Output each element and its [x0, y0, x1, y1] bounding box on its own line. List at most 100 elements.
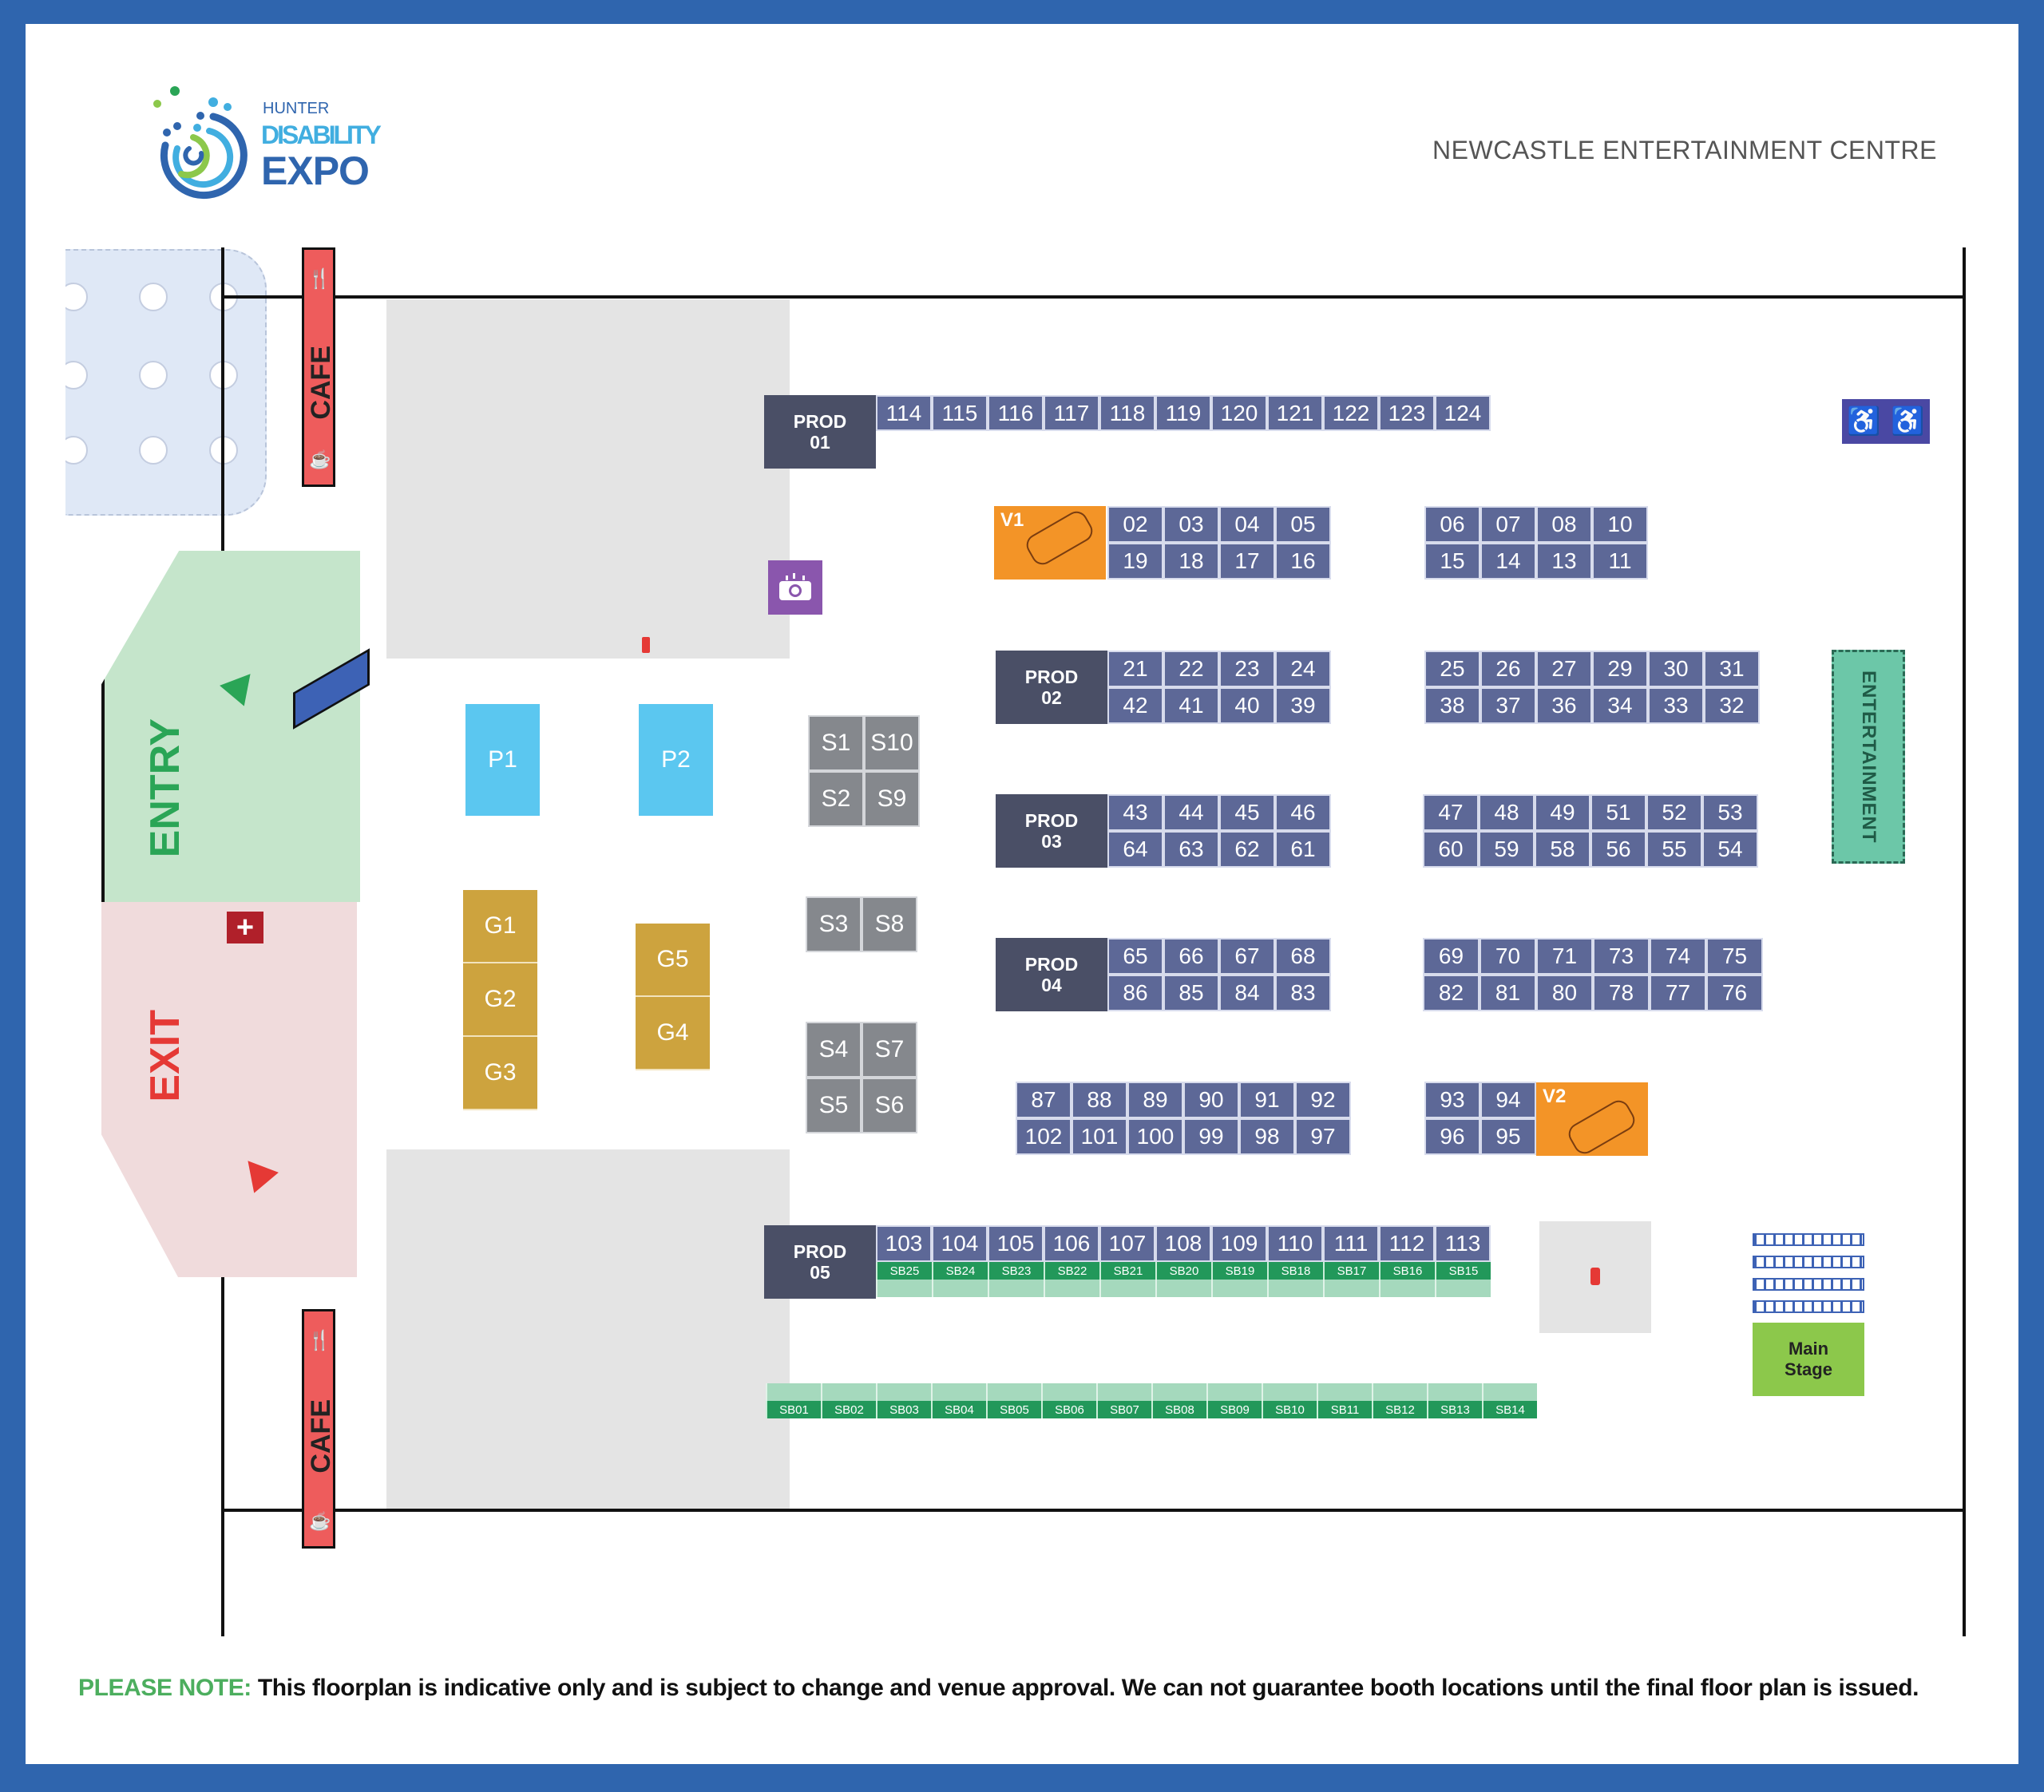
booth-47[interactable]: 47 [1423, 794, 1479, 831]
booth-23[interactable]: 23 [1219, 651, 1275, 687]
booth-78[interactable]: 78 [1593, 975, 1650, 1011]
booth-25[interactable]: 25 [1424, 651, 1480, 687]
showbag-booth-sb06[interactable]: SB06 [1041, 1401, 1096, 1418]
booth-41[interactable]: 41 [1163, 687, 1219, 724]
gold-booth-g3[interactable]: G3 [463, 1037, 537, 1110]
booth-49[interactable]: 49 [1535, 794, 1590, 831]
booth-16[interactable]: 16 [1275, 543, 1331, 580]
sponsor-booth-s3[interactable]: S3 [806, 896, 862, 952]
booth-109[interactable]: 109 [1211, 1225, 1267, 1262]
booth-73[interactable]: 73 [1593, 938, 1650, 975]
sponsor-booth-s2[interactable]: S2 [808, 771, 864, 827]
sponsor-booth-s10[interactable]: S10 [864, 715, 920, 771]
booth-38[interactable]: 38 [1424, 687, 1480, 724]
booth-114[interactable]: 114 [876, 395, 932, 431]
booth-75[interactable]: 75 [1706, 938, 1763, 975]
showbag-booth-sb13[interactable]: SB13 [1427, 1401, 1482, 1418]
booth-62[interactable]: 62 [1219, 831, 1275, 868]
showbag-booth-sb17[interactable]: SB17 [1323, 1262, 1379, 1280]
booth-26[interactable]: 26 [1480, 651, 1536, 687]
booth-74[interactable]: 74 [1650, 938, 1706, 975]
booth-115[interactable]: 115 [932, 395, 988, 431]
showbag-booth-sb18[interactable]: SB18 [1267, 1262, 1323, 1280]
booth-65[interactable]: 65 [1107, 938, 1163, 975]
booth-87[interactable]: 87 [1016, 1082, 1072, 1118]
gold-booth-g5[interactable]: G5 [636, 924, 710, 997]
booth-70[interactable]: 70 [1480, 938, 1536, 975]
booth-107[interactable]: 107 [1099, 1225, 1155, 1262]
booth-24[interactable]: 24 [1275, 651, 1331, 687]
booth-98[interactable]: 98 [1239, 1118, 1295, 1155]
booth-58[interactable]: 58 [1535, 831, 1590, 868]
sponsor-booth-s6[interactable]: S6 [862, 1078, 917, 1133]
booth-13[interactable]: 13 [1536, 543, 1592, 580]
showbag-booth-sb21[interactable]: SB21 [1099, 1262, 1155, 1280]
showbag-booth-sb10[interactable]: SB10 [1262, 1401, 1317, 1418]
vehicle-booth-v2[interactable]: V2 [1536, 1082, 1648, 1158]
showbag-booth-sb25[interactable]: SB25 [876, 1262, 932, 1280]
booth-04[interactable]: 04 [1219, 506, 1275, 543]
showbag-booth-sb11[interactable]: SB11 [1317, 1401, 1372, 1418]
showbag-booth-sb22[interactable]: SB22 [1044, 1262, 1099, 1280]
showbag-booth-sb23[interactable]: SB23 [988, 1262, 1044, 1280]
booth-02[interactable]: 02 [1107, 506, 1163, 543]
booth-82[interactable]: 82 [1423, 975, 1480, 1011]
booth-111[interactable]: 111 [1323, 1225, 1379, 1262]
gold-booth-g1[interactable]: G1 [463, 890, 537, 963]
sponsor-booth-s1[interactable]: S1 [808, 715, 864, 771]
booth-37[interactable]: 37 [1480, 687, 1536, 724]
booth-97[interactable]: 97 [1295, 1118, 1351, 1155]
booth-118[interactable]: 118 [1099, 395, 1155, 431]
booth-86[interactable]: 86 [1107, 975, 1163, 1011]
booth-03[interactable]: 03 [1163, 506, 1219, 543]
booth-101[interactable]: 101 [1072, 1118, 1127, 1155]
booth-32[interactable]: 32 [1704, 687, 1760, 724]
partner-booth-p2[interactable]: P2 [639, 704, 713, 816]
booth-05[interactable]: 05 [1275, 506, 1331, 543]
booth-123[interactable]: 123 [1379, 395, 1435, 431]
booth-95[interactable]: 95 [1480, 1118, 1536, 1155]
booth-40[interactable]: 40 [1219, 687, 1275, 724]
vehicle-booth-v1[interactable]: V1 [994, 506, 1106, 580]
booth-17[interactable]: 17 [1219, 543, 1275, 580]
showbag-booth-sb07[interactable]: SB07 [1096, 1401, 1151, 1418]
partner-booth-p1[interactable]: P1 [465, 704, 540, 816]
booth-22[interactable]: 22 [1163, 651, 1219, 687]
booth-11[interactable]: 11 [1592, 543, 1648, 580]
booth-07[interactable]: 07 [1480, 506, 1536, 543]
booth-81[interactable]: 81 [1480, 975, 1536, 1011]
booth-14[interactable]: 14 [1480, 543, 1536, 580]
booth-84[interactable]: 84 [1219, 975, 1275, 1011]
booth-31[interactable]: 31 [1704, 651, 1760, 687]
booth-60[interactable]: 60 [1423, 831, 1479, 868]
booth-56[interactable]: 56 [1590, 831, 1646, 868]
booth-27[interactable]: 27 [1536, 651, 1592, 687]
booth-43[interactable]: 43 [1107, 794, 1163, 831]
gold-booth-g2[interactable]: G2 [463, 963, 537, 1037]
booth-63[interactable]: 63 [1163, 831, 1219, 868]
booth-36[interactable]: 36 [1536, 687, 1592, 724]
showbag-booth-sb15[interactable]: SB15 [1435, 1262, 1491, 1280]
showbag-booth-sb03[interactable]: SB03 [876, 1401, 931, 1418]
booth-85[interactable]: 85 [1163, 975, 1219, 1011]
booth-122[interactable]: 122 [1323, 395, 1379, 431]
booth-64[interactable]: 64 [1107, 831, 1163, 868]
booth-90[interactable]: 90 [1183, 1082, 1239, 1118]
booth-112[interactable]: 112 [1379, 1225, 1435, 1262]
booth-53[interactable]: 53 [1702, 794, 1758, 831]
booth-83[interactable]: 83 [1275, 975, 1331, 1011]
booth-96[interactable]: 96 [1424, 1118, 1480, 1155]
showbag-booth-sb20[interactable]: SB20 [1155, 1262, 1211, 1280]
showbag-booth-sb12[interactable]: SB12 [1372, 1401, 1427, 1418]
booth-110[interactable]: 110 [1267, 1225, 1323, 1262]
booth-46[interactable]: 46 [1275, 794, 1331, 831]
sponsor-booth-s9[interactable]: S9 [864, 771, 920, 827]
booth-106[interactable]: 106 [1044, 1225, 1099, 1262]
booth-104[interactable]: 104 [932, 1225, 988, 1262]
booth-120[interactable]: 120 [1211, 395, 1267, 431]
booth-76[interactable]: 76 [1706, 975, 1763, 1011]
booth-61[interactable]: 61 [1275, 831, 1331, 868]
